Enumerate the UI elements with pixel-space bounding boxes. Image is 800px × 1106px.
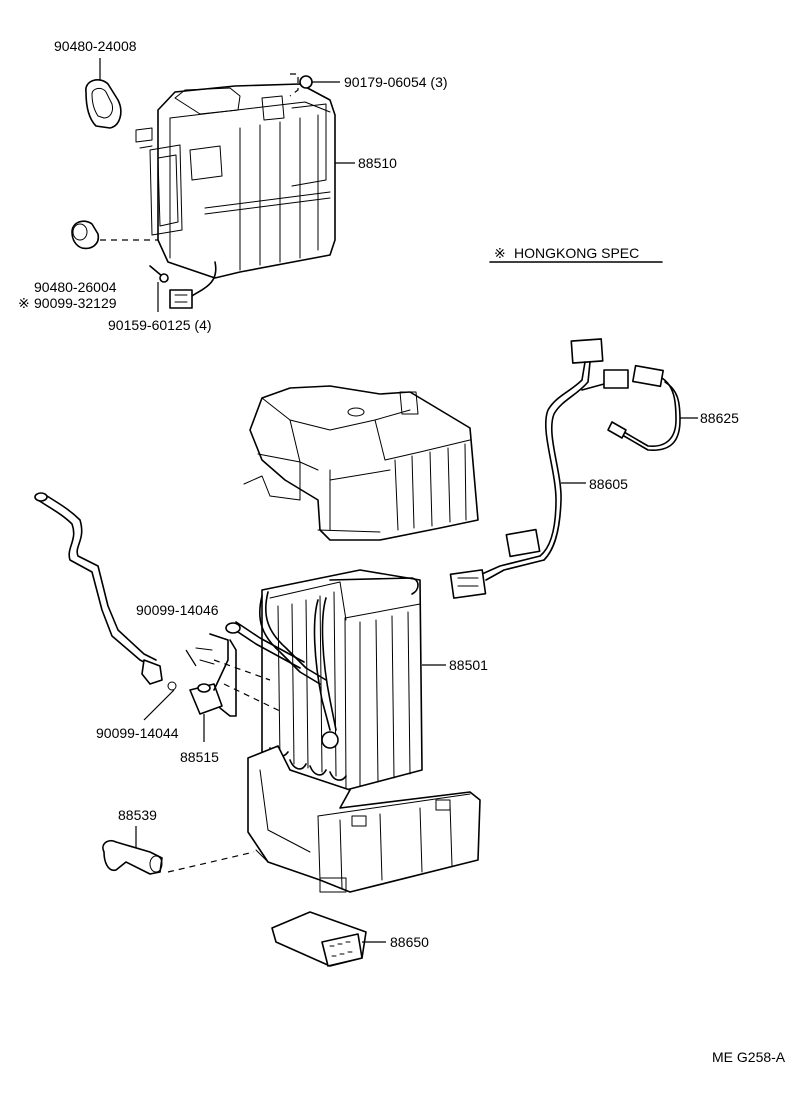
drain-hose-88539: [102, 826, 163, 875]
label-90159-60125: 90159-60125 (4): [108, 317, 212, 333]
thermistor-88625: [607, 364, 698, 451]
label-88625: 88625: [700, 410, 739, 426]
label-88510: 88510: [358, 155, 397, 171]
lower-case: [167, 745, 481, 893]
nut-90179-06054: [289, 73, 340, 97]
cooler-pipe: [34, 492, 177, 691]
label-90179-06054: 90179-06054 (3): [344, 74, 448, 90]
evaporator-88501: [213, 569, 446, 791]
screw-90159-60125: [149, 265, 169, 312]
label-88605: 88605: [589, 476, 628, 492]
upper-cooling-unit-88510: [135, 83, 336, 309]
part-labels: 90480-24008 90179-06054 (3) 88510 90480-…: [18, 38, 786, 1065]
hongkong-mark: ※: [18, 295, 30, 311]
amplifier-88650: [271, 911, 386, 967]
label-88539: 88539: [118, 807, 157, 823]
hongkong-spec-text: HONGKONG SPEC: [514, 245, 639, 261]
label-90099-14046: 90099-14046: [136, 602, 219, 618]
label-88501: 88501: [449, 657, 488, 673]
label-88650: 88650: [390, 934, 429, 950]
wire-harness-88605: [449, 338, 629, 599]
label-88515: 88515: [180, 749, 219, 765]
figure-code: ME G258-A: [712, 1049, 786, 1065]
hongkong-spec-mark: ※: [494, 245, 506, 261]
label-90480-26004: 90480-26004: [34, 279, 117, 295]
upper-case-half: [243, 385, 479, 541]
grommet-90480-26004: [71, 220, 158, 250]
grommet-90480-24008: [85, 58, 122, 129]
label-90099-32129: 90099-32129: [34, 295, 117, 311]
label-90480-24008: 90480-24008: [54, 38, 137, 54]
expansion-valve-88515: [143, 633, 237, 742]
label-90099-14044: 90099-14044: [96, 725, 179, 741]
